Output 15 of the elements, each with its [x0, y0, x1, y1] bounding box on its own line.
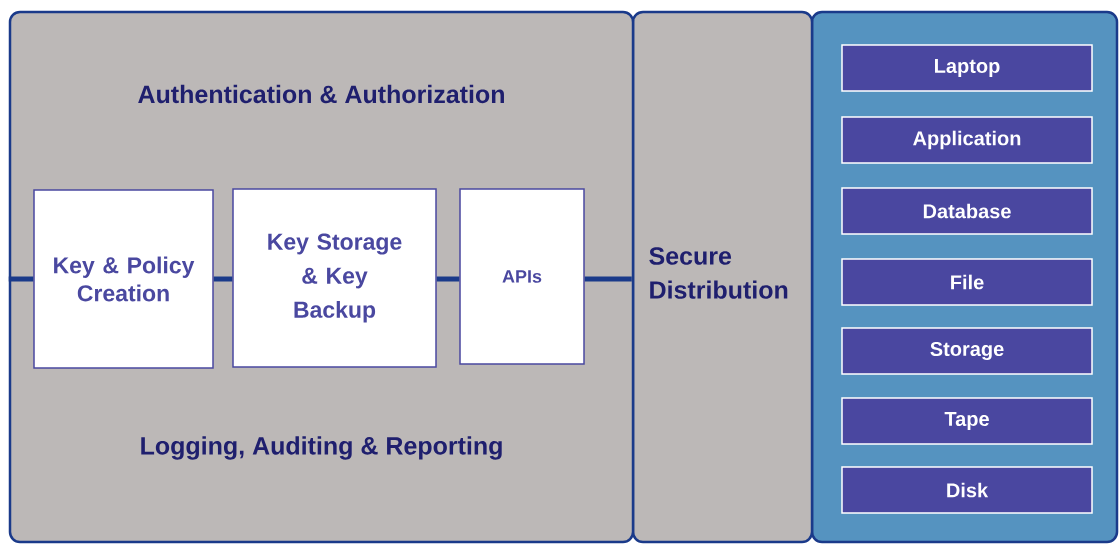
device-box: Disk	[841, 466, 1093, 514]
process-box: APIs	[459, 188, 585, 365]
connector-line	[8, 276, 34, 282]
device-box: Database	[841, 187, 1093, 235]
connector-line	[584, 276, 632, 282]
device-box: Tape	[841, 397, 1093, 445]
device-box: Storage	[841, 327, 1093, 375]
device-box: Application	[841, 116, 1093, 164]
device-box: Laptop	[841, 44, 1093, 92]
process-box: Key Storage & Key Backup	[232, 188, 437, 368]
connector-line	[213, 276, 233, 282]
connector-line	[436, 276, 460, 282]
panel: Secure Distribution	[631, 10, 814, 544]
device-box: File	[841, 258, 1093, 306]
process-box: Key & Policy Creation	[33, 189, 214, 369]
